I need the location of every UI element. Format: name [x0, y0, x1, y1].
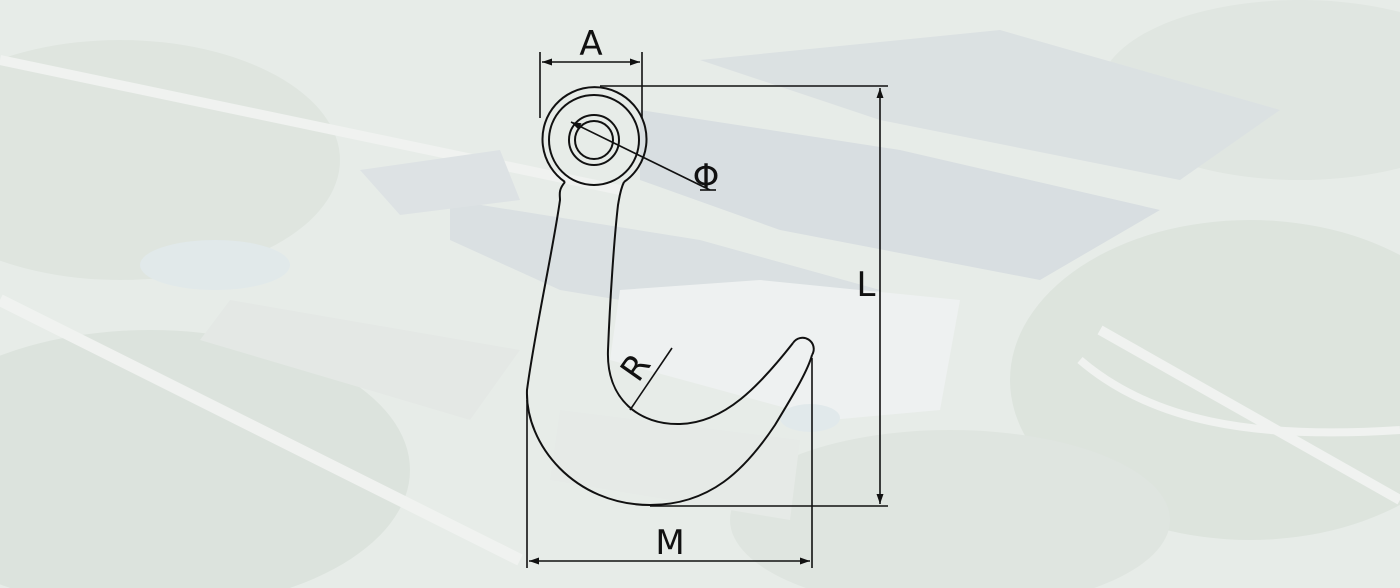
hook-outer-contour: [525, 181, 813, 507]
label-m: M: [655, 523, 684, 563]
eye-bore-outer: [568, 114, 620, 166]
dimension-r-leader: [629, 347, 673, 411]
eye-outer-ring: [541, 86, 648, 183]
dimension-a: [539, 52, 643, 118]
hook-tip: [792, 336, 815, 356]
dimension-phi-leader: [570, 121, 716, 191]
label-a: A: [579, 24, 602, 64]
eye-inner-ring: [548, 94, 640, 186]
dimension-m: [526, 358, 813, 568]
hook-inner-contour: [606, 181, 794, 426]
label-r: R: [613, 347, 659, 389]
dimension-l: [600, 85, 888, 507]
hook-outline: [525, 86, 815, 507]
eye-bore-inner: [574, 120, 614, 160]
label-l: L: [857, 265, 876, 305]
label-phi: Φ: [693, 157, 720, 197]
